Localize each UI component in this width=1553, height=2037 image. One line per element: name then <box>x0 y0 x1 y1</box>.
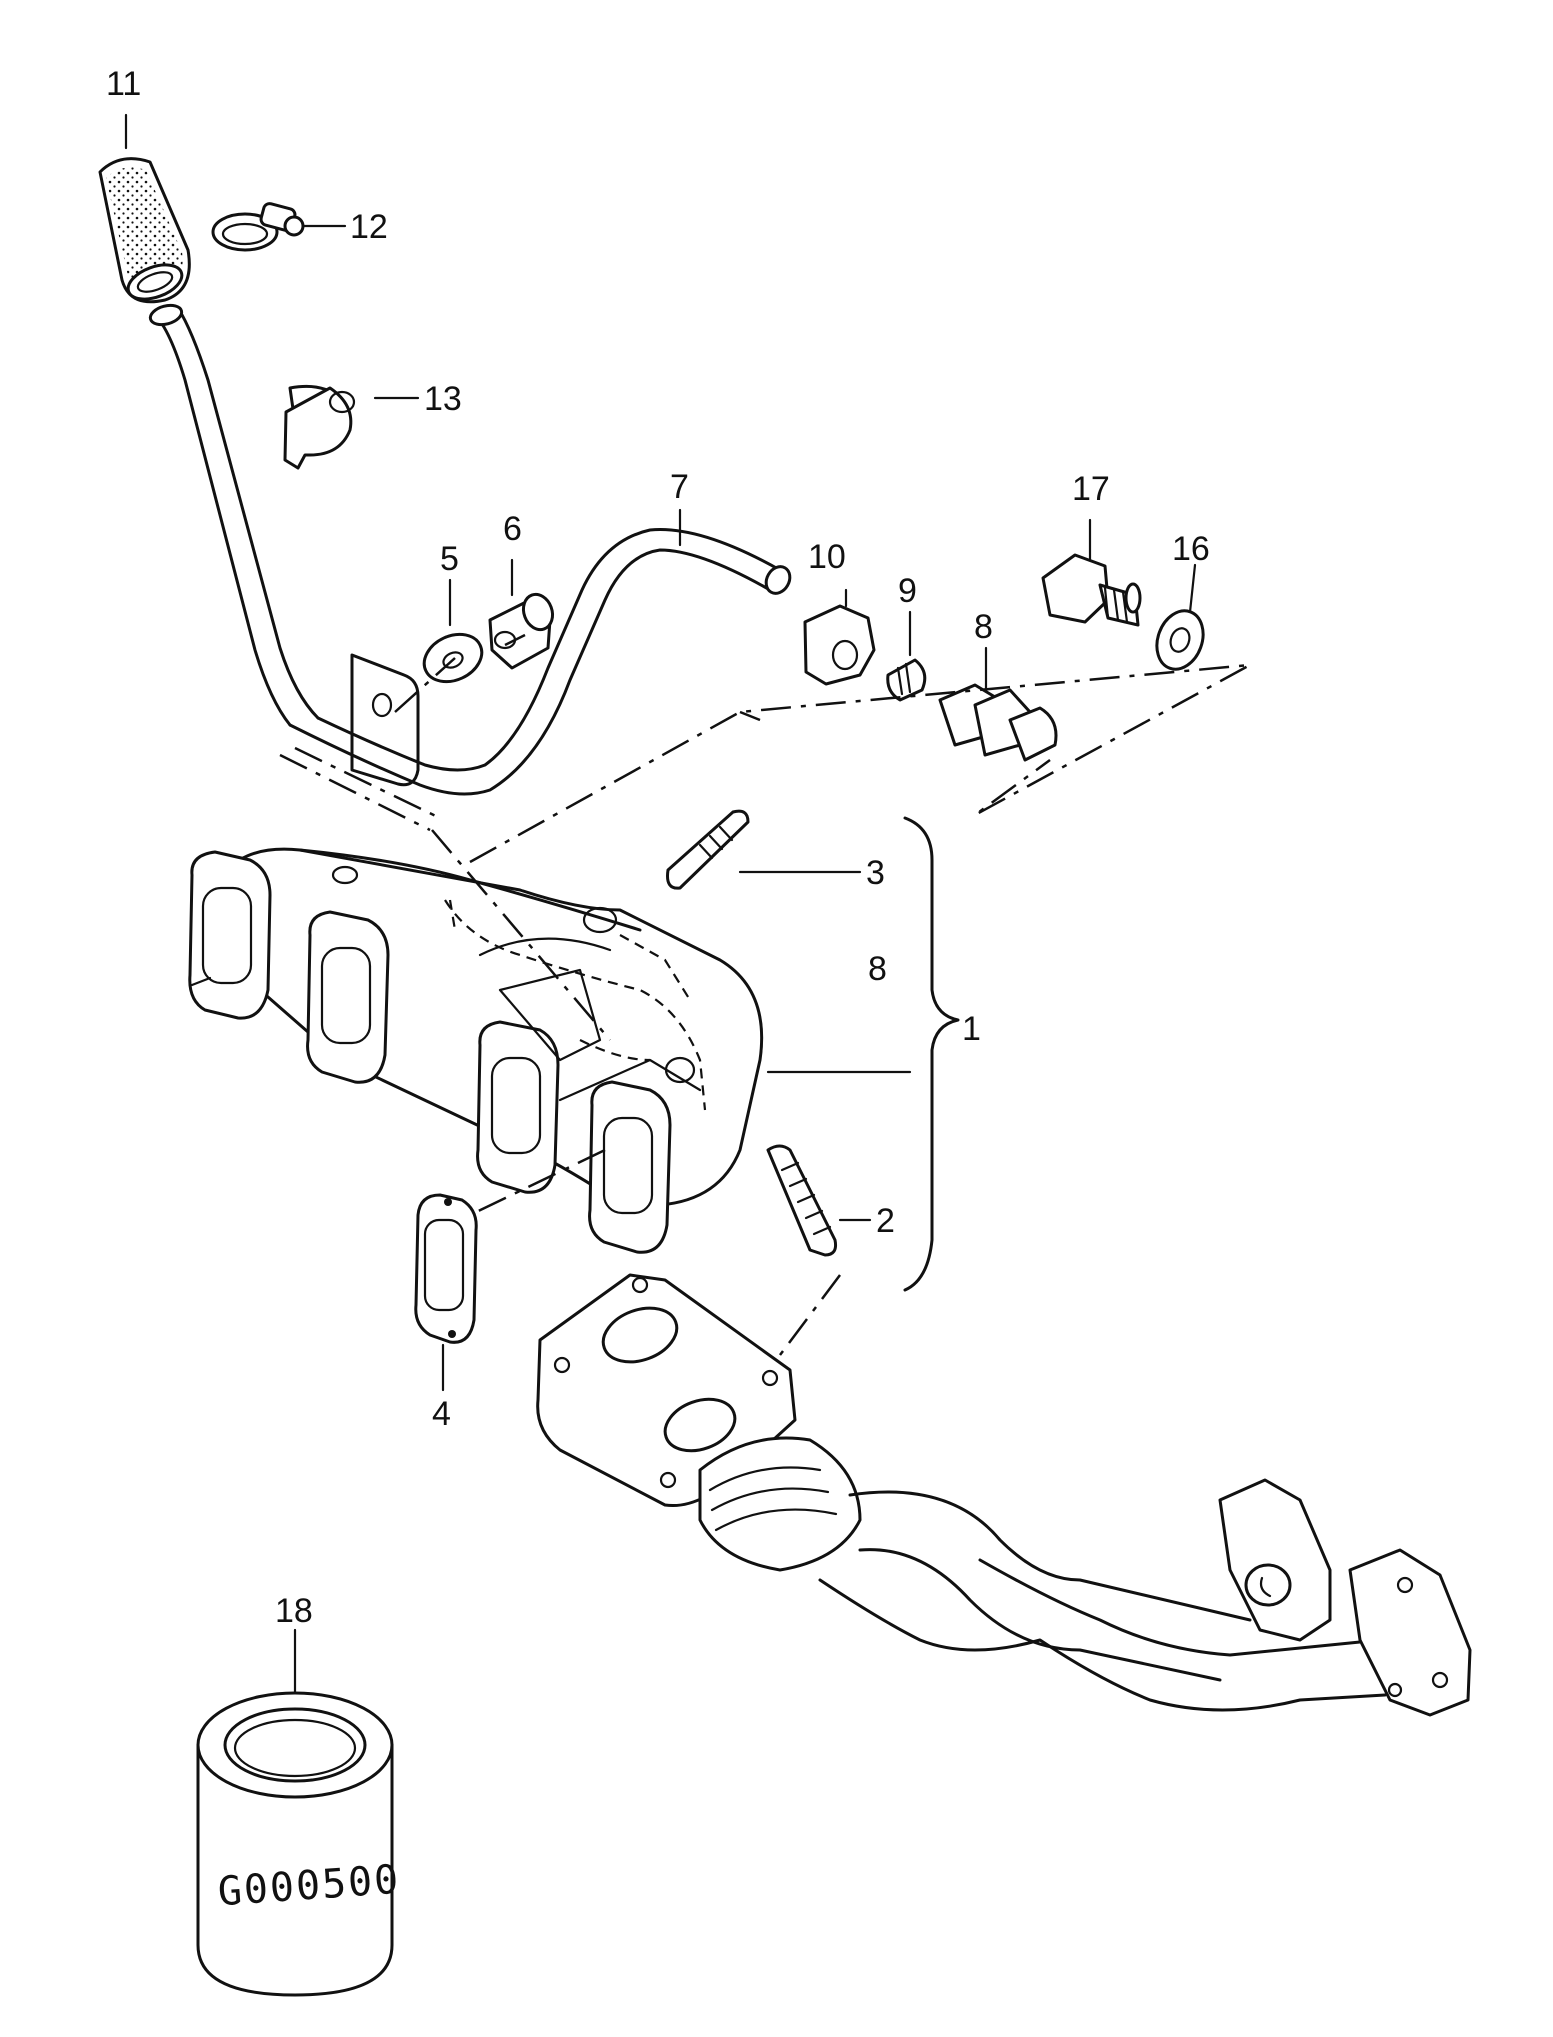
part-pipe-with-bracket <box>148 303 792 796</box>
assembly-centerlines <box>279 633 1251 1356</box>
part-11-hose-end <box>98 157 191 304</box>
part-10-union-nut <box>803 604 876 686</box>
callout-labels: 11 12 13 5 6 7 10 9 8 17 16 3 8 1 2 4 18 <box>106 65 1210 1630</box>
callout-13: 13 <box>424 380 462 418</box>
callout-2: 2 <box>876 1202 895 1240</box>
callout-18: 18 <box>275 1592 313 1630</box>
part-5-washer <box>422 632 484 684</box>
callout-5: 5 <box>440 540 459 578</box>
part-1-exhaust-manifold <box>188 847 764 1254</box>
callout-16: 16 <box>1172 530 1210 568</box>
part-8-adapter <box>938 683 1058 762</box>
callout-4: 4 <box>432 1395 451 1433</box>
part-9-olive <box>886 658 927 702</box>
callout-7: 7 <box>670 468 689 506</box>
part-12-hose-clamp <box>211 202 305 252</box>
part-13-bracket-clip <box>283 384 356 470</box>
part-6-nut <box>488 592 555 670</box>
callout-8: 8 <box>974 608 993 646</box>
part-front-exhaust-pipe <box>536 1273 1472 1717</box>
callout-10: 10 <box>808 538 846 576</box>
callout-6: 6 <box>503 510 522 548</box>
part-3-stud <box>666 809 750 890</box>
callout-3: 3 <box>866 854 885 892</box>
callout-8b: 8 <box>868 950 887 988</box>
part-18-oil-filter: G000500 <box>196 1691 402 1997</box>
leader-lines <box>124 113 1197 1694</box>
part-4-gasket <box>414 1193 478 1344</box>
callout-12: 12 <box>350 208 388 246</box>
part-16-gasket-ring <box>1155 609 1205 671</box>
callout-9: 9 <box>898 572 917 610</box>
callout-17: 17 <box>1072 470 1110 508</box>
part-2-stud <box>766 1144 837 1257</box>
callout-11: 11 <box>106 65 141 103</box>
part-17-bolt <box>1041 553 1142 627</box>
callout-1: 1 <box>962 1010 981 1048</box>
